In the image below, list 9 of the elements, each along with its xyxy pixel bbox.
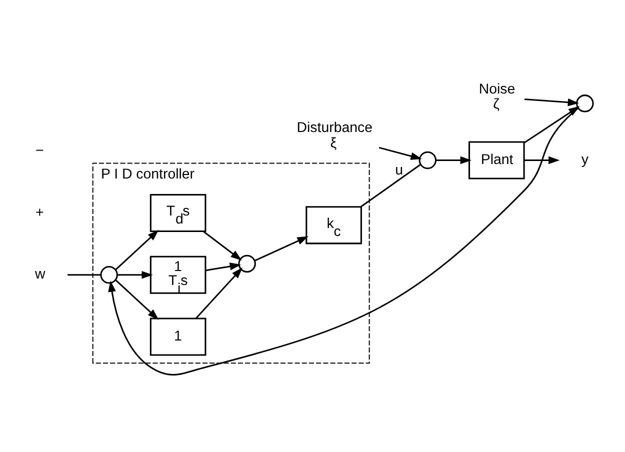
label: +: [36, 204, 44, 220]
node-label: Disturbance: [296, 120, 372, 136]
edge-label: u: [395, 162, 404, 178]
node-text: w: [35, 266, 46, 282]
label: −: [36, 142, 44, 158]
node-label: Noise: [478, 80, 516, 97]
node-text: ξ: [330, 134, 337, 151]
node-text: ζ: [493, 96, 500, 112]
node-text: y: [581, 151, 588, 168]
